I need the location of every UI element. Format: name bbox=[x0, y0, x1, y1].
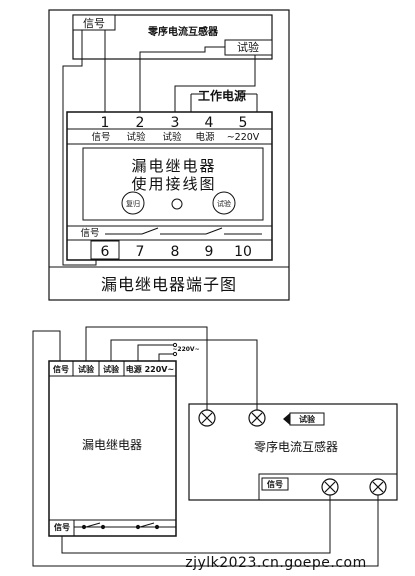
reset-button-icon[interactable] bbox=[121, 191, 145, 215]
module-contacts bbox=[73, 520, 176, 536]
terminal-1: 1 bbox=[101, 115, 110, 131]
terminal-9: 9 bbox=[205, 244, 214, 260]
svg-text:~220V: ~220V bbox=[227, 132, 260, 143]
relay-body bbox=[66, 111, 273, 261]
svg-text:电源: 电源 bbox=[195, 131, 215, 143]
svg-text:信号: 信号 bbox=[91, 131, 110, 143]
indicator-lamp-icon bbox=[171, 198, 183, 210]
terminal-8: 8 bbox=[171, 244, 180, 260]
signal-tag-box bbox=[72, 14, 116, 31]
terminal-5: 5 bbox=[239, 115, 248, 131]
ct-signal-tag: 信号 bbox=[267, 479, 283, 489]
bottom-wiring bbox=[32, 326, 379, 567]
ct-name: 零序电流互感器 bbox=[254, 439, 338, 454]
watermark: zjylk2023.cn.goepe.com bbox=[185, 555, 367, 571]
terminal-6: 6 bbox=[101, 244, 110, 260]
top-row-labels: 信号 试验 试验 电源 ~220V bbox=[91, 131, 259, 143]
reset-button-label: 复归 bbox=[126, 199, 140, 208]
relay-face-panel bbox=[82, 147, 264, 221]
terminal-3: 3 bbox=[171, 115, 180, 131]
terminal-10: 10 bbox=[234, 244, 252, 260]
switch-contact-icon bbox=[141, 227, 159, 235]
signal-small-label: 信号 bbox=[80, 227, 99, 239]
terminal-2: 2 bbox=[136, 115, 145, 131]
svg-text:电源 220V~: 电源 220V~ bbox=[126, 364, 174, 374]
arrow-left-icon bbox=[283, 413, 290, 425]
module-header: 信号 试验 试验 电源 220V~ bbox=[53, 364, 174, 374]
ct-signal-box bbox=[258, 473, 398, 501]
work-power-label: 工作电源 bbox=[198, 88, 246, 103]
test-tag: 试验 bbox=[237, 40, 259, 54]
svg-text:试验: 试验 bbox=[78, 364, 95, 374]
top-terminals: 1 2 3 4 5 bbox=[101, 115, 248, 131]
terminal-4: 4 bbox=[205, 115, 214, 131]
switch-contact-icon bbox=[205, 227, 223, 235]
power-note: ~220V~ bbox=[172, 346, 199, 353]
terminal-diagram-caption: 漏电继电器端子图 bbox=[101, 275, 237, 294]
test-button-label: 试验 bbox=[217, 199, 231, 208]
ct-label: 零序电流互感器 bbox=[147, 25, 219, 38]
title-line2: 使用接线图 bbox=[131, 175, 216, 193]
svg-text:信号: 信号 bbox=[53, 364, 69, 374]
bottom-signal-label: 信号 bbox=[54, 522, 70, 532]
relay-name: 漏电继电器 bbox=[82, 438, 142, 452]
svg-text:试验: 试验 bbox=[126, 131, 146, 143]
title-line1: 漏电继电器 bbox=[131, 157, 216, 175]
terminal-7: 7 bbox=[136, 244, 145, 260]
test-button-icon[interactable] bbox=[212, 191, 236, 215]
bottom-terminals: 6 7 8 9 10 bbox=[90, 240, 252, 260]
terminal-diagram-frame bbox=[48, 9, 290, 301]
ct-box bbox=[72, 14, 273, 60]
signal-tag: 信号 bbox=[83, 17, 105, 30]
relay-module bbox=[48, 360, 177, 537]
top-wiring bbox=[62, 30, 258, 266]
svg-text:试验: 试验 bbox=[103, 364, 120, 374]
svg-text:试验: 试验 bbox=[162, 131, 182, 143]
ct-test-tag: 试验 bbox=[299, 414, 316, 424]
